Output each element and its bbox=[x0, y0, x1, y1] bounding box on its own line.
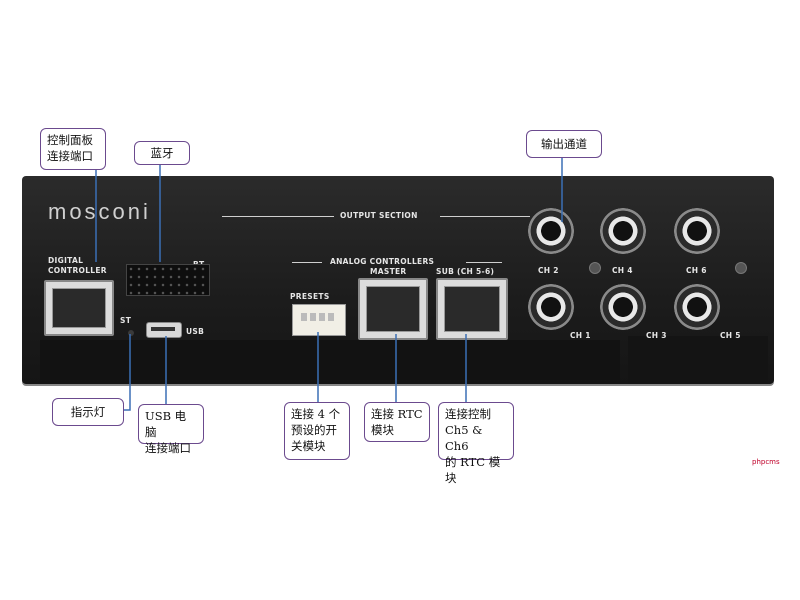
rca-ch5[interactable] bbox=[674, 284, 720, 330]
callout-bluetooth: 蓝牙 bbox=[134, 141, 190, 165]
master-rtc-port[interactable] bbox=[358, 278, 428, 340]
callout-output-text: 输出通道 bbox=[541, 137, 587, 151]
callout-indicator-text: 指示灯 bbox=[70, 405, 106, 419]
device-base-left bbox=[40, 340, 620, 380]
ch6-label: CH 6 bbox=[686, 266, 707, 275]
digital-label-1: DIGITAL bbox=[48, 256, 84, 265]
rca-ch3[interactable] bbox=[600, 284, 646, 330]
callout-indicator: 指示灯 bbox=[52, 398, 124, 426]
presets-label: PRESETS bbox=[290, 292, 330, 301]
output-section-rule-left bbox=[222, 216, 334, 217]
callout-sub-rtc-line1: 连接控制 bbox=[445, 407, 491, 421]
rca-ch6[interactable] bbox=[674, 208, 720, 254]
callout-rtc: 连接 RTC 模块 bbox=[364, 402, 430, 442]
analog-rule-left bbox=[292, 262, 322, 263]
callout-usb-line2: 连接端口 bbox=[145, 441, 191, 455]
callout-presets-line1: 连接 4 个 bbox=[291, 407, 341, 421]
callout-presets-line2: 预设的开 bbox=[291, 423, 337, 437]
bluetooth-module bbox=[126, 264, 210, 296]
presets-connector[interactable] bbox=[292, 304, 346, 336]
master-label: MASTER bbox=[370, 267, 407, 276]
st-label: ST bbox=[120, 316, 132, 325]
callout-control-panel-port: 控制面板 连接端口 bbox=[40, 128, 106, 170]
watermark: phpcms bbox=[752, 458, 780, 466]
sub-rtc-port[interactable] bbox=[436, 278, 508, 340]
status-led bbox=[128, 330, 134, 336]
callout-output-channels: 输出通道 bbox=[526, 130, 602, 158]
callout-presets-line3: 关模块 bbox=[291, 439, 326, 453]
digital-controller-port[interactable] bbox=[44, 280, 114, 336]
output-section-rule-right bbox=[440, 216, 530, 217]
callout-bluetooth-text: 蓝牙 bbox=[150, 146, 174, 160]
callout-sub-rtc: 连接控制 Ch5 & Ch6 的 RTC 模块 bbox=[438, 402, 514, 485]
callout-sub-rtc-line2: Ch5 & Ch6 bbox=[445, 423, 483, 453]
callout-usb-line1: USB 电脑 bbox=[145, 409, 187, 439]
callout-sub-rtc-line3: 的 RTC 模块 bbox=[445, 455, 501, 485]
rca-ch4[interactable] bbox=[600, 208, 646, 254]
callout-control-panel-line2: 连接端口 bbox=[47, 149, 93, 163]
analog-rule-right bbox=[466, 262, 502, 263]
callout-rtc-line2: 模块 bbox=[371, 423, 394, 437]
analog-controllers-label: ANALOG CONTROLLERS bbox=[330, 257, 435, 266]
ch3-label: CH 3 bbox=[646, 331, 667, 340]
usb-label: USB bbox=[186, 327, 205, 336]
screw-right bbox=[735, 262, 747, 274]
ch5-label: CH 5 bbox=[720, 331, 741, 340]
device-base-right bbox=[628, 336, 768, 384]
sub-label: SUB (CH 5-6) bbox=[436, 267, 495, 276]
callout-rtc-line1: 连接 RTC bbox=[371, 407, 423, 421]
usb-port[interactable] bbox=[146, 322, 182, 338]
rca-ch1[interactable] bbox=[528, 284, 574, 330]
ch1-label: CH 1 bbox=[570, 331, 591, 340]
rca-ch2[interactable] bbox=[528, 208, 574, 254]
callout-control-panel-line1: 控制面板 bbox=[47, 133, 93, 147]
screw-left bbox=[589, 262, 601, 274]
output-section-label: OUTPUT SECTION bbox=[340, 211, 418, 220]
callout-presets: 连接 4 个 预设的开 关模块 bbox=[284, 402, 350, 460]
digital-label-2: CONTROLLER bbox=[48, 266, 107, 275]
leader-control-panel bbox=[72, 165, 97, 262]
ch4-label: CH 4 bbox=[612, 266, 633, 275]
ch2-label: CH 2 bbox=[538, 266, 559, 275]
brand-logo: mosconi bbox=[48, 199, 151, 224]
callout-usb-port: USB 电脑 连接端口 bbox=[138, 404, 204, 455]
